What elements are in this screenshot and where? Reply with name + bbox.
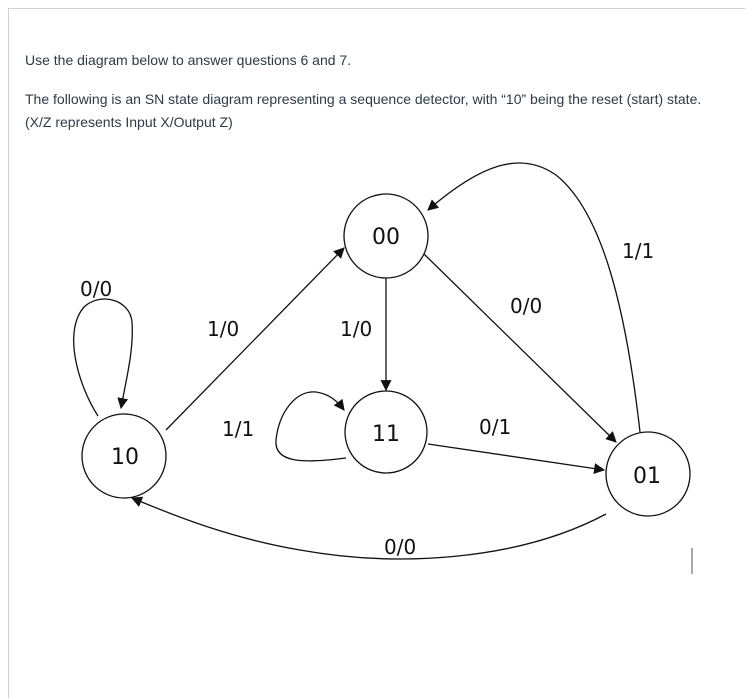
- edge-10-to-00-arrow: [165, 247, 345, 431]
- description-text: The following is an SN state diagram rep…: [25, 91, 702, 130]
- label-00-to-11: 1/0: [340, 317, 372, 341]
- edge-11-to-01-arrow: [427, 443, 606, 474]
- label-10-to-00: 1/0: [207, 317, 239, 341]
- state-10-circle: [81, 413, 167, 499]
- state-11-label: 11: [372, 422, 400, 447]
- label-self-10: 0/0: [80, 277, 112, 301]
- state-01-circle: [605, 431, 691, 517]
- state-10-label: 10: [111, 445, 139, 470]
- label-11-to-01: 0/1: [479, 415, 511, 439]
- label-self-11: 1/1: [222, 417, 254, 441]
- content-frame: [8, 8, 745, 698]
- edge-01-to-00-arrow: [427, 162, 641, 433]
- intro-text: Use the diagram below to answer question…: [25, 52, 352, 68]
- edge-00-to-01-arrow: [423, 253, 617, 443]
- state-01-label: 01: [633, 464, 661, 489]
- edge-01-to-10-arrow: [130, 496, 607, 560]
- self-loop-11-arrow: [275, 391, 347, 462]
- label-00-to-01: 0/0: [510, 294, 542, 318]
- label-01-to-00: 1/1: [622, 239, 654, 263]
- label-01-to-10: 0/0: [384, 535, 416, 559]
- state-00-label: 00: [372, 225, 400, 250]
- self-loop-10-arrow: [73, 298, 133, 417]
